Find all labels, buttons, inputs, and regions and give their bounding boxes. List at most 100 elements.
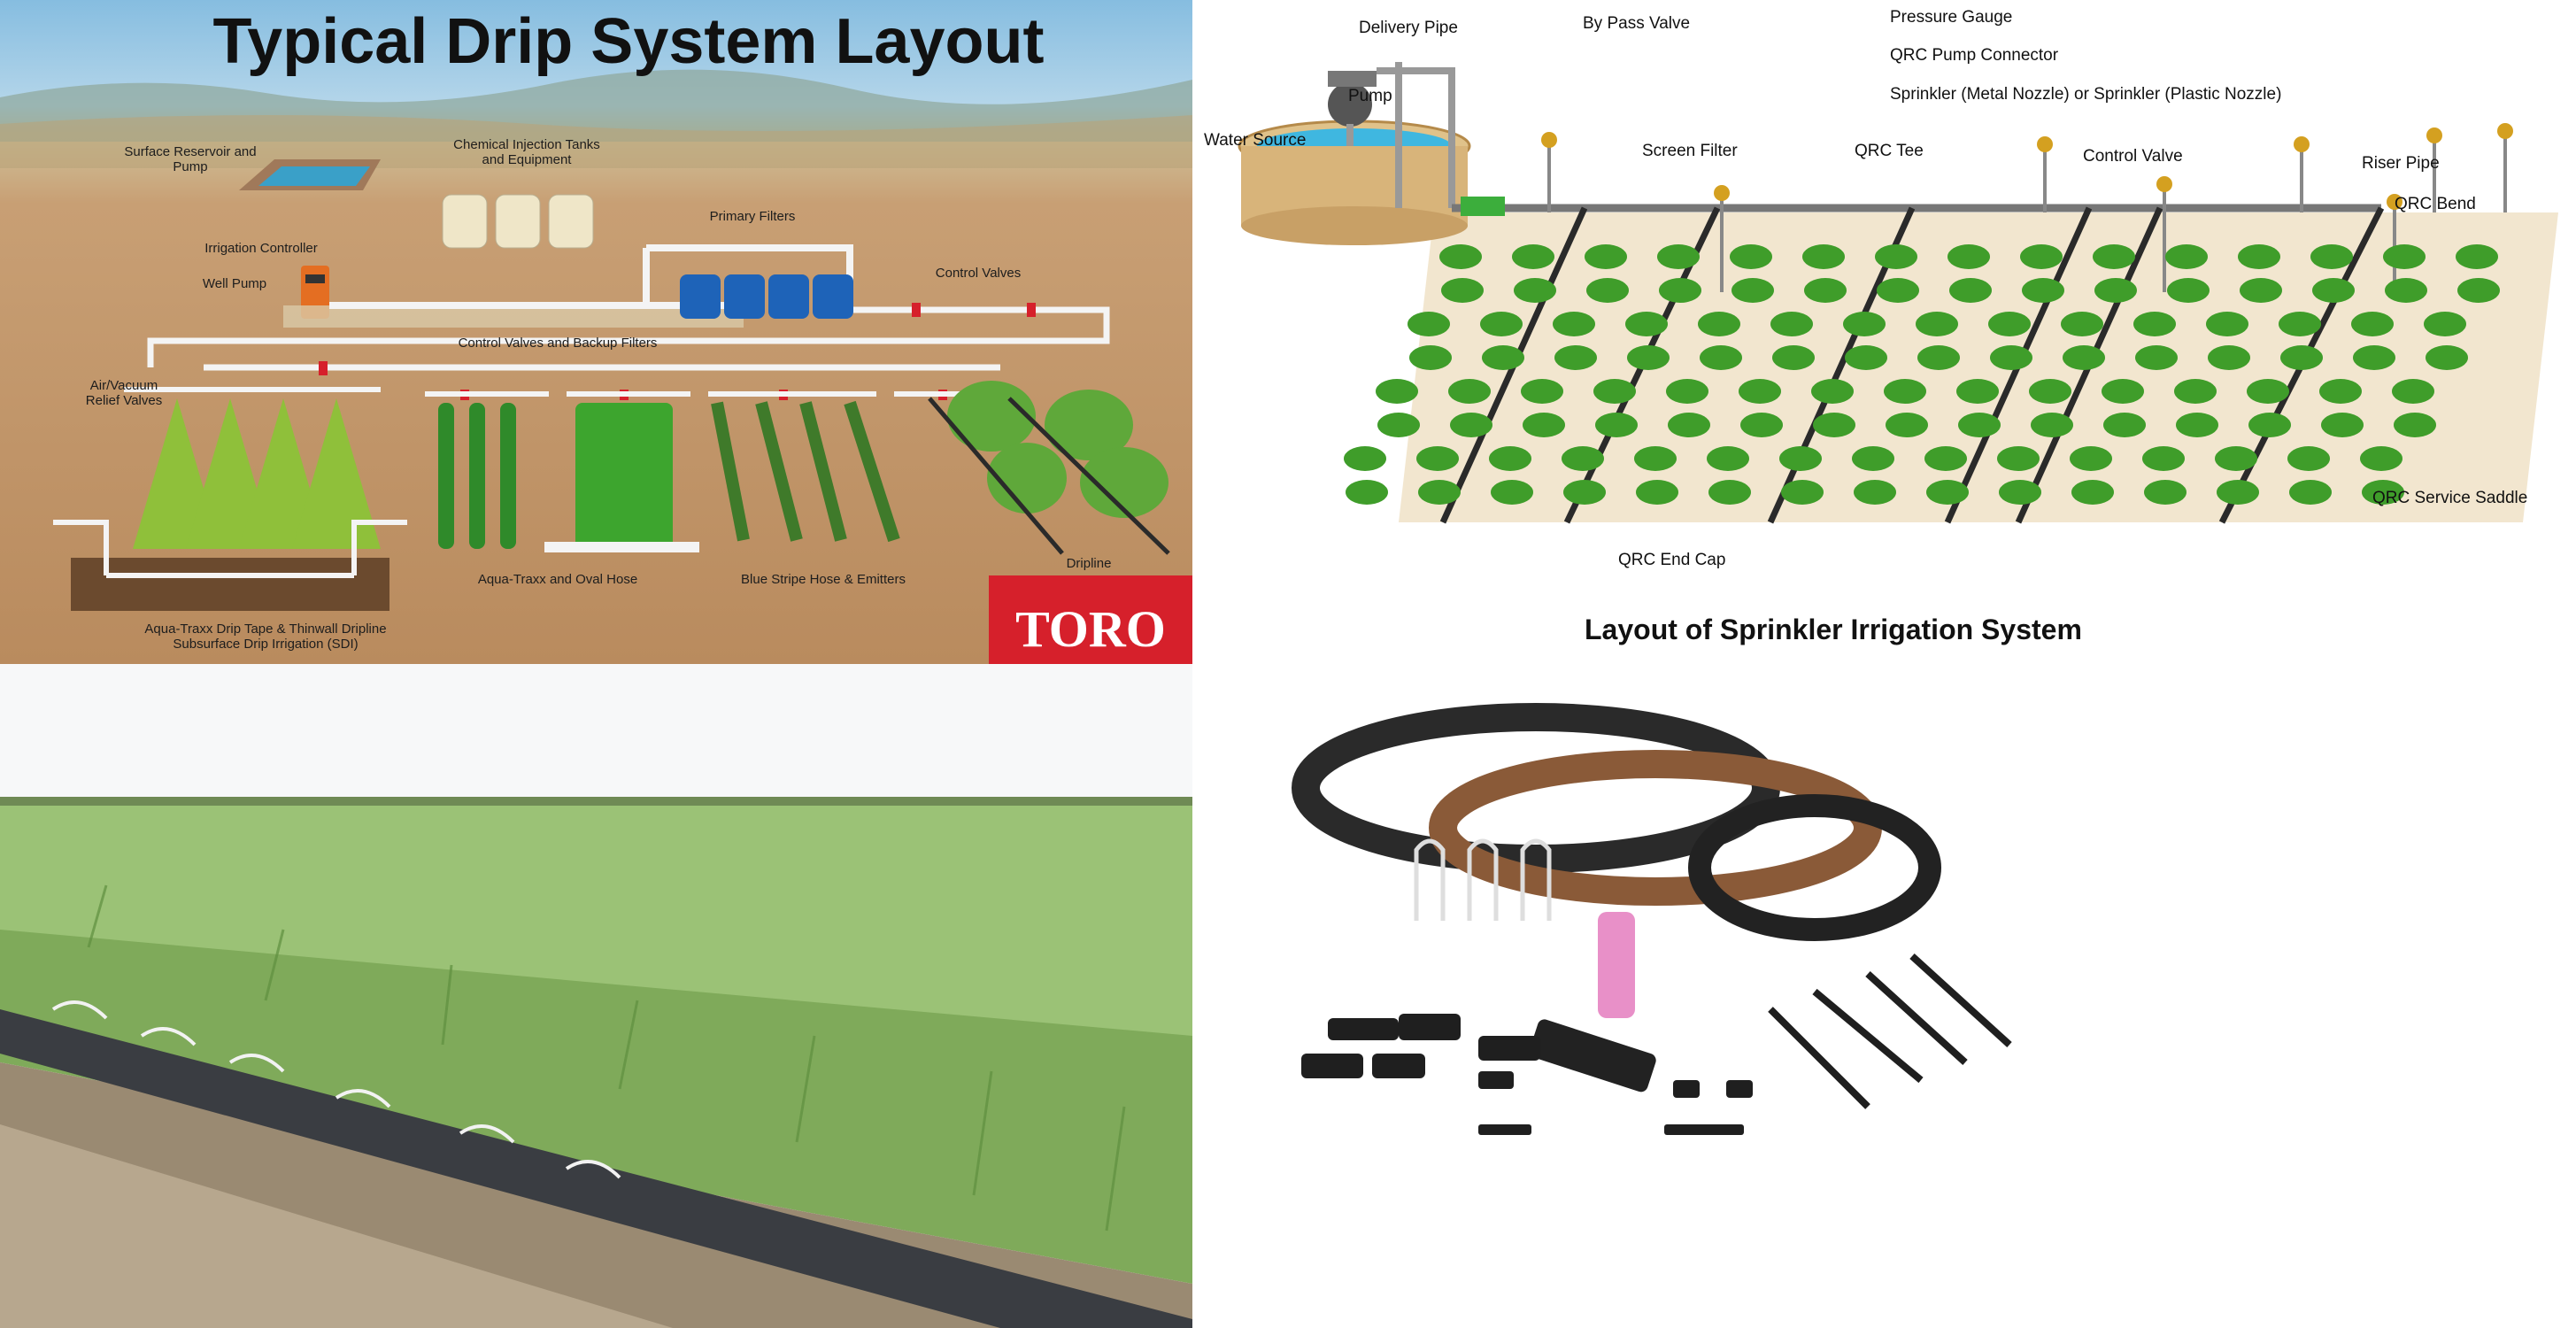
plant-icon <box>2385 278 2427 303</box>
plant-icon <box>1700 345 1742 370</box>
plant-icon <box>2362 480 2404 505</box>
plant-icon <box>1563 480 1606 505</box>
plant-icon <box>1770 312 1813 336</box>
label-control-valves: Control Valves <box>935 266 1022 281</box>
sprinkler-system-diagram: Delivery Pipe By Pass Valve Pressure Gau… <box>1195 0 2576 664</box>
plant-icon <box>2165 244 2208 269</box>
plant-icon <box>1514 278 1556 303</box>
plant-icon <box>2319 379 2362 404</box>
plant-icon <box>1947 244 1990 269</box>
plant-icon <box>1990 345 2032 370</box>
plant-icon <box>87 884 1126 1231</box>
plant-icon <box>2312 278 2355 303</box>
plant-icon <box>1781 480 1824 505</box>
plant-icon <box>2070 446 2112 471</box>
label-water-source: Water Source <box>1204 131 1307 150</box>
plant-icon <box>1698 312 1740 336</box>
plant-icon <box>2456 244 2498 269</box>
plant-icon <box>2208 345 2250 370</box>
plant-icon <box>2167 278 2210 303</box>
plant-icon <box>1657 244 1700 269</box>
label-well-pump: Well Pump <box>202 276 267 291</box>
plant-icon <box>2360 446 2402 471</box>
plant-icon <box>1997 446 2040 471</box>
stake-icon <box>1768 954 2012 1109</box>
label-pump: Pump <box>1348 87 1392 105</box>
drip-system-diagram: Typical Drip System Layout Surface Reser… <box>0 0 1192 664</box>
plant-icon <box>2031 413 2073 437</box>
plant-icon <box>1585 244 1627 269</box>
label-surface-reservoir: Surface Reservoir and Pump <box>124 144 257 175</box>
toro-logo <box>989 575 1192 664</box>
plant-icon <box>1949 278 1992 303</box>
plant-icon <box>1843 312 1886 336</box>
label-pressure-gauge: Pressure Gauge <box>1890 8 2013 27</box>
plant-icon <box>2426 345 2468 370</box>
label-aqua-traxx-oval: Aqua-Traxx and Oval Hose <box>477 572 638 587</box>
fitting-icon <box>1301 1014 1753 1135</box>
plant-icon <box>1772 345 1815 370</box>
plant-icon <box>1708 480 1751 505</box>
plant-icon <box>1553 312 1595 336</box>
plant-icon <box>1730 244 1772 269</box>
label-bypass-valve: By Pass Valve <box>1583 14 1691 33</box>
plant-icon <box>1852 446 1894 471</box>
plant-icon <box>2383 244 2426 269</box>
layflat-pipe <box>0 1009 1192 1328</box>
plant-icon <box>1958 413 2001 437</box>
plant-icon <box>1344 446 1386 471</box>
plant-icon <box>1491 480 1533 505</box>
plant-icon <box>1595 413 1638 437</box>
plant-icon <box>2392 379 2434 404</box>
toro-logo-text: TORO <box>1015 600 1166 658</box>
sprinkler-diagram-drawing <box>1238 62 2558 524</box>
plant-icon <box>2215 446 2257 471</box>
plant-icon <box>1439 244 1482 269</box>
plant-icon <box>1416 446 1459 471</box>
plant-icon <box>1813 413 1855 437</box>
plant-icon <box>2102 379 2144 404</box>
label-sprinkler-nozzle: Sprinkler (Metal Nozzle) or Sprinkler (P… <box>1890 85 2282 104</box>
drip-title: Typical Drip System Layout <box>212 6 1045 77</box>
plant-icon <box>1593 379 1636 404</box>
label-dripline: Dripline <box>1066 556 1112 571</box>
sprinkler-title: Layout of Sprinkler Irrigation System <box>1585 614 2082 645</box>
plant-icon <box>1627 345 1670 370</box>
plant-icon <box>2022 278 2064 303</box>
plant-icon <box>1854 480 1896 505</box>
drip-diagram-drawing <box>0 69 1192 664</box>
plant-icon <box>1804 278 1847 303</box>
drip-kit-product-photo <box>1195 664 2576 1328</box>
plant-icon <box>1926 480 1969 505</box>
label-delivery-pipe: Delivery Pipe <box>1359 19 1458 37</box>
filter-icon <box>680 274 853 319</box>
plant-icon <box>2061 312 2103 336</box>
plant-icon <box>2142 446 2185 471</box>
plant-icon <box>2289 480 2332 505</box>
plant-icon <box>1999 480 2041 505</box>
plant-icon <box>1877 278 1919 303</box>
plant-icon <box>2240 278 2282 303</box>
plant-icon <box>2321 413 2364 437</box>
plant-icon <box>1739 379 1781 404</box>
plant-icon <box>1917 345 1960 370</box>
plant-icon <box>1802 244 1845 269</box>
plant-icon <box>2457 278 2500 303</box>
plant-icon <box>1512 244 1554 269</box>
pump-icon <box>1328 71 1377 127</box>
plant-icon <box>2144 480 2187 505</box>
hose-coil-icon <box>1292 703 1941 941</box>
kit-photo-drawing <box>1292 703 2012 1135</box>
plant-icon <box>2071 480 2114 505</box>
plant-icon <box>1562 446 1604 471</box>
plant-icon <box>2063 345 2105 370</box>
label-riser-pipe: Riser Pipe <box>2362 154 2440 173</box>
plant-icon <box>2094 278 2137 303</box>
plant-icon <box>2217 480 2259 505</box>
plant-icon <box>1448 379 1491 404</box>
plant-icon <box>1554 345 1597 370</box>
plant-icon <box>1482 345 1524 370</box>
plant-icon <box>133 398 381 549</box>
plant-icon <box>2020 244 2063 269</box>
plant-icon <box>2176 413 2218 437</box>
